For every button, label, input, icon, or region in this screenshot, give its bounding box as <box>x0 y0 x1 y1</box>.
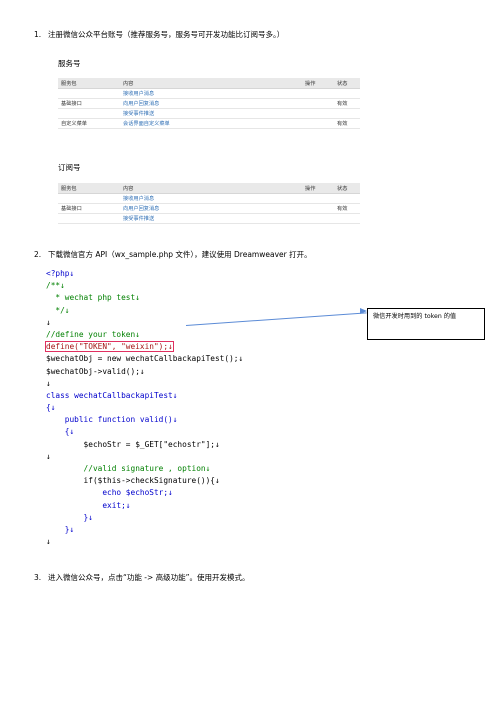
cell-content-link[interactable]: 向用户回复消息 <box>120 98 302 109</box>
step-text: 注册微信公众平台账号（推荐服务号，服务号可开发功能比订阅号多。） <box>48 30 285 39</box>
table-row: 接受事件推送 <box>58 213 360 224</box>
code-line: <?php↓ <box>46 269 75 278</box>
code-line: public function valid()↓ <box>46 415 178 425</box>
cell-content-link[interactable]: 接受事件推送 <box>120 213 302 224</box>
table-row: 自定义菜单 会话界面自定义菜单 有效 <box>58 118 360 129</box>
code-line: class wechatCallbackapiTest↓ <box>46 390 178 400</box>
step-text: 进入微信公众号，点击“功能 -> 高级功能”。使用开发模式。 <box>48 573 250 582</box>
table-header: 服务包 内容 操作 状态 <box>58 183 360 194</box>
code-line: }↓ <box>46 512 93 522</box>
col-header: 操作 <box>302 183 334 194</box>
step-3: 3. 进入微信公众号，点击“功能 -> 高级功能”。使用开发模式。 <box>34 573 250 583</box>
table-header: 服务包 内容 操作 状态 <box>58 78 360 89</box>
cell-content-link[interactable]: 向用户回复消息 <box>120 203 302 214</box>
step-number: 1. <box>34 30 42 39</box>
cell-op <box>302 108 334 119</box>
code-line: */↓ <box>46 305 70 315</box>
cell-group: 自定义菜单 <box>58 118 120 129</box>
cell-content-link[interactable]: 接受事件推送 <box>120 108 302 119</box>
code-line: ↓ <box>46 537 51 547</box>
cell-status <box>334 108 360 119</box>
cell-status: 有效 <box>334 98 360 109</box>
code-line: * wechat php test↓ <box>46 293 140 303</box>
col-header: 状态 <box>334 183 360 194</box>
cell-status <box>334 213 360 224</box>
service-table: 服务包 内容 操作 状态 接收用户消息 基础接口 向用户回复消息 有效 接受事件… <box>58 78 360 129</box>
table-row: 基础接口 向用户回复消息 有效 <box>58 203 360 214</box>
cell-op <box>302 118 334 129</box>
cell-status <box>334 193 360 204</box>
subscription-account-label: 订阅号 <box>58 163 81 172</box>
step-number: 2. <box>34 250 42 259</box>
callout-note: 微信开发时用到的 token 的值 <box>367 308 485 340</box>
cell-status <box>334 88 360 99</box>
cell-content-link[interactable]: 接收用户消息 <box>120 88 302 99</box>
code-line: {↓ <box>46 427 75 437</box>
token-define-highlight: define("TOKEN", "weixin");↓ <box>45 341 174 353</box>
table-row: 接收用户消息 <box>58 193 360 204</box>
code-line: //valid signature , option↓ <box>46 464 211 473</box>
code-line: if($this->checkSignature()){↓ <box>46 476 220 486</box>
code-line: /**↓ <box>46 281 65 291</box>
code-line: $wechatObj = new wechatCallbackapiTest()… <box>46 354 244 364</box>
code-line: ↓ <box>46 317 51 327</box>
step-1: 1. 注册微信公众平台账号（推荐服务号，服务号可开发功能比订阅号多。） <box>34 30 284 40</box>
cell-op <box>302 88 334 99</box>
cell-content-link[interactable]: 接收用户消息 <box>120 193 302 204</box>
cell-op <box>302 98 334 109</box>
col-header: 服务包 <box>58 183 120 194</box>
code-line: //define your token↓ <box>46 329 140 339</box>
code-line: ↓ <box>46 451 51 461</box>
code-line: ↓ <box>46 378 51 388</box>
code-line: {↓ <box>46 403 56 413</box>
col-header: 服务包 <box>58 78 120 89</box>
code-line: exit;↓ <box>46 500 131 510</box>
arrowhead-icon <box>360 308 367 314</box>
col-header: 内容 <box>120 78 302 89</box>
code-block: <?php↓ /**↓ * wechat php test↓ */↓ ↓ //d… <box>45 268 358 564</box>
cell-content-link[interactable]: 会话界面自定义菜单 <box>120 118 302 129</box>
cell-group <box>58 108 120 119</box>
table-row: 接收用户消息 <box>58 88 360 99</box>
cell-op <box>302 203 334 214</box>
step-2: 2. 下载微信官方 API（wx_sample.php 文件），建议使用 Drea… <box>34 250 312 260</box>
step-number: 3. <box>34 573 42 582</box>
step-text: 下载微信官方 API（wx_sample.php 文件），建议使用 Dreamw… <box>48 250 312 259</box>
code-line: echo $echoStr;↓ <box>46 488 173 498</box>
cell-group <box>58 213 120 224</box>
code-line: }↓ <box>46 524 75 534</box>
code-line: define("TOKEN", "weixin");↓ <box>45 341 358 353</box>
cell-group <box>58 88 120 99</box>
table-row: 接受事件推送 <box>58 108 360 119</box>
service-account-label: 服务号 <box>58 59 81 68</box>
table-row: 基础接口 向用户回复消息 有效 <box>58 98 360 109</box>
cell-op <box>302 193 334 204</box>
subscription-table: 服务包 内容 操作 状态 接收用户消息 基础接口 向用户回复消息 有效 接受事件… <box>58 183 360 224</box>
col-header: 操作 <box>302 78 334 89</box>
cell-group <box>58 193 120 204</box>
cell-group: 基础接口 <box>58 203 120 214</box>
code-line: $echoStr = $_GET["echostr"];↓ <box>46 439 220 449</box>
code-line: $wechatObj->valid();↓ <box>46 366 145 376</box>
cell-group: 基础接口 <box>58 98 120 109</box>
cell-status: 有效 <box>334 118 360 129</box>
cell-op <box>302 213 334 224</box>
cell-status: 有效 <box>334 203 360 214</box>
col-header: 状态 <box>334 78 360 89</box>
col-header: 内容 <box>120 183 302 194</box>
